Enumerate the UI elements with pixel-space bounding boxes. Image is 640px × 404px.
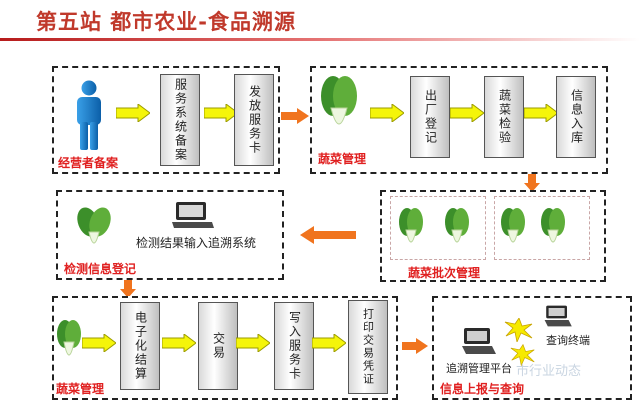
page-title: 第五站 都市农业-食品溯源 (36, 10, 297, 34)
inspection-registration-label: 检测信息登记 (64, 262, 137, 276)
orange-arrow-down-icon (524, 174, 540, 192)
orange-arrow-right-icon (281, 108, 309, 124)
orange-arrow-down-icon (120, 280, 136, 298)
transaction-vegetable-label: 蔬菜管理 (56, 382, 105, 396)
query-terminal-label: 查询终端 (546, 334, 590, 347)
watermark-text: 市行业动态 (516, 364, 582, 379)
bok-choy-icon (541, 208, 565, 243)
step-write-service-card: 写入服务卡 (274, 302, 314, 390)
flow-arrow-icon (116, 104, 150, 122)
batch-management-box (380, 190, 606, 282)
operator-registration-label: 经营者备案 (58, 156, 119, 170)
orange-arrow-right-icon (402, 338, 428, 354)
step-trading: 交易 (198, 302, 238, 390)
person-icon (77, 80, 101, 150)
flow-arrow-icon (450, 104, 484, 122)
flow-arrow-icon (524, 104, 558, 122)
flow-arrow-icon (82, 334, 116, 352)
computer-icon (172, 202, 214, 228)
flow-arrow-icon (312, 334, 346, 352)
batch-group-right (494, 196, 590, 260)
batch-management-label: 蔬菜批次管理 (408, 266, 481, 280)
batch-group-left (390, 196, 486, 260)
signal-burst-icon (504, 318, 533, 342)
bok-choy-icon (501, 208, 525, 243)
step-issue-service-card: 发放服务卡 (234, 74, 274, 166)
bok-choy-icon (57, 320, 81, 356)
bok-choy-icon (321, 76, 357, 125)
title-underline (0, 38, 640, 41)
trace-platform-label: 追溯管理平台 (446, 362, 512, 375)
step-factory-registration: 出厂登记 (410, 76, 450, 158)
orange-arrow-left-icon (300, 226, 356, 244)
step-vegetable-inspection: 蔬菜检验 (484, 76, 524, 158)
step-info-storage: 信息入库 (556, 76, 596, 158)
flow-arrow-icon (370, 104, 404, 122)
flow-arrow-icon (236, 334, 270, 352)
server-computer-icon (462, 328, 496, 354)
bok-choy-icon (399, 208, 423, 243)
report-query-label: 信息上报与查询 (440, 382, 525, 396)
vegetable-management-label: 蔬菜管理 (318, 152, 367, 166)
bok-choy-icon (445, 208, 469, 243)
step-electronic-settlement: 电子化结算 (120, 302, 160, 390)
inspection-caption: 检测结果输入追溯系统 (136, 236, 257, 250)
step-service-registration: 服务系统备案 (160, 74, 200, 166)
terminal-computer-icon (544, 305, 572, 327)
signal-burst-icon (510, 344, 535, 366)
flow-arrow-icon (162, 334, 196, 352)
flow-arrow-icon (204, 104, 238, 122)
step-print-receipt: 打印交易凭证 (348, 300, 388, 394)
bok-choy-icon (77, 207, 111, 244)
